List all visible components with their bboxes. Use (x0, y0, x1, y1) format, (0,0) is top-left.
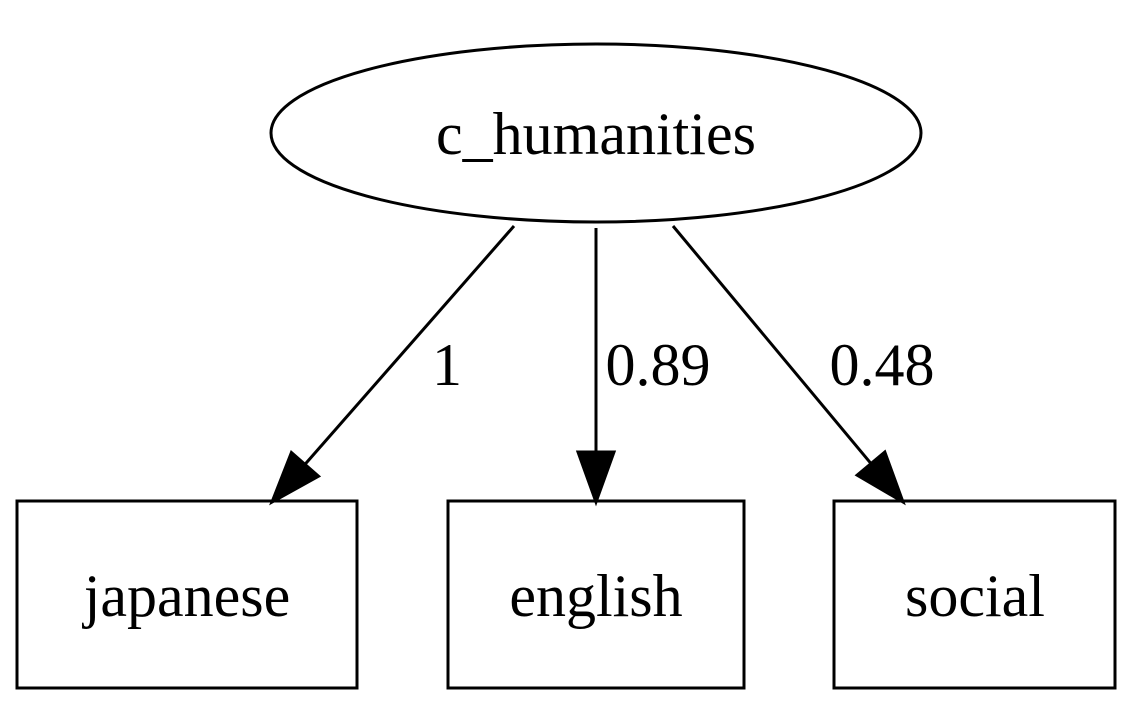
observed-label: social (905, 563, 1045, 629)
observed-box (15, 499, 359, 690)
arrowhead-icon (575, 450, 617, 507)
observed-node-japanese[interactable]: japanese (15, 499, 359, 690)
observed-label: english (509, 563, 682, 629)
latent-ellipse (269, 42, 923, 224)
edge-label-english: 0.89 (606, 332, 711, 398)
edge-japanese (269, 225, 516, 506)
arrowhead-icon (854, 449, 906, 506)
latent-node-c-humanities[interactable]: c_humanities (269, 42, 923, 224)
edge-label-japanese: 1 (432, 332, 462, 398)
observed-node-english[interactable]: english (446, 499, 746, 690)
edge-social (671, 225, 906, 506)
latent-label: c_humanities (436, 101, 756, 167)
arrowhead-icon (269, 450, 322, 506)
observed-label: japanese (82, 563, 291, 629)
observed-node-social[interactable]: social (832, 499, 1117, 690)
edge-line (671, 225, 873, 465)
observed-box (832, 499, 1117, 690)
edge-line (303, 225, 516, 466)
edge-english (575, 228, 617, 507)
edge-label-social: 0.48 (830, 332, 935, 398)
